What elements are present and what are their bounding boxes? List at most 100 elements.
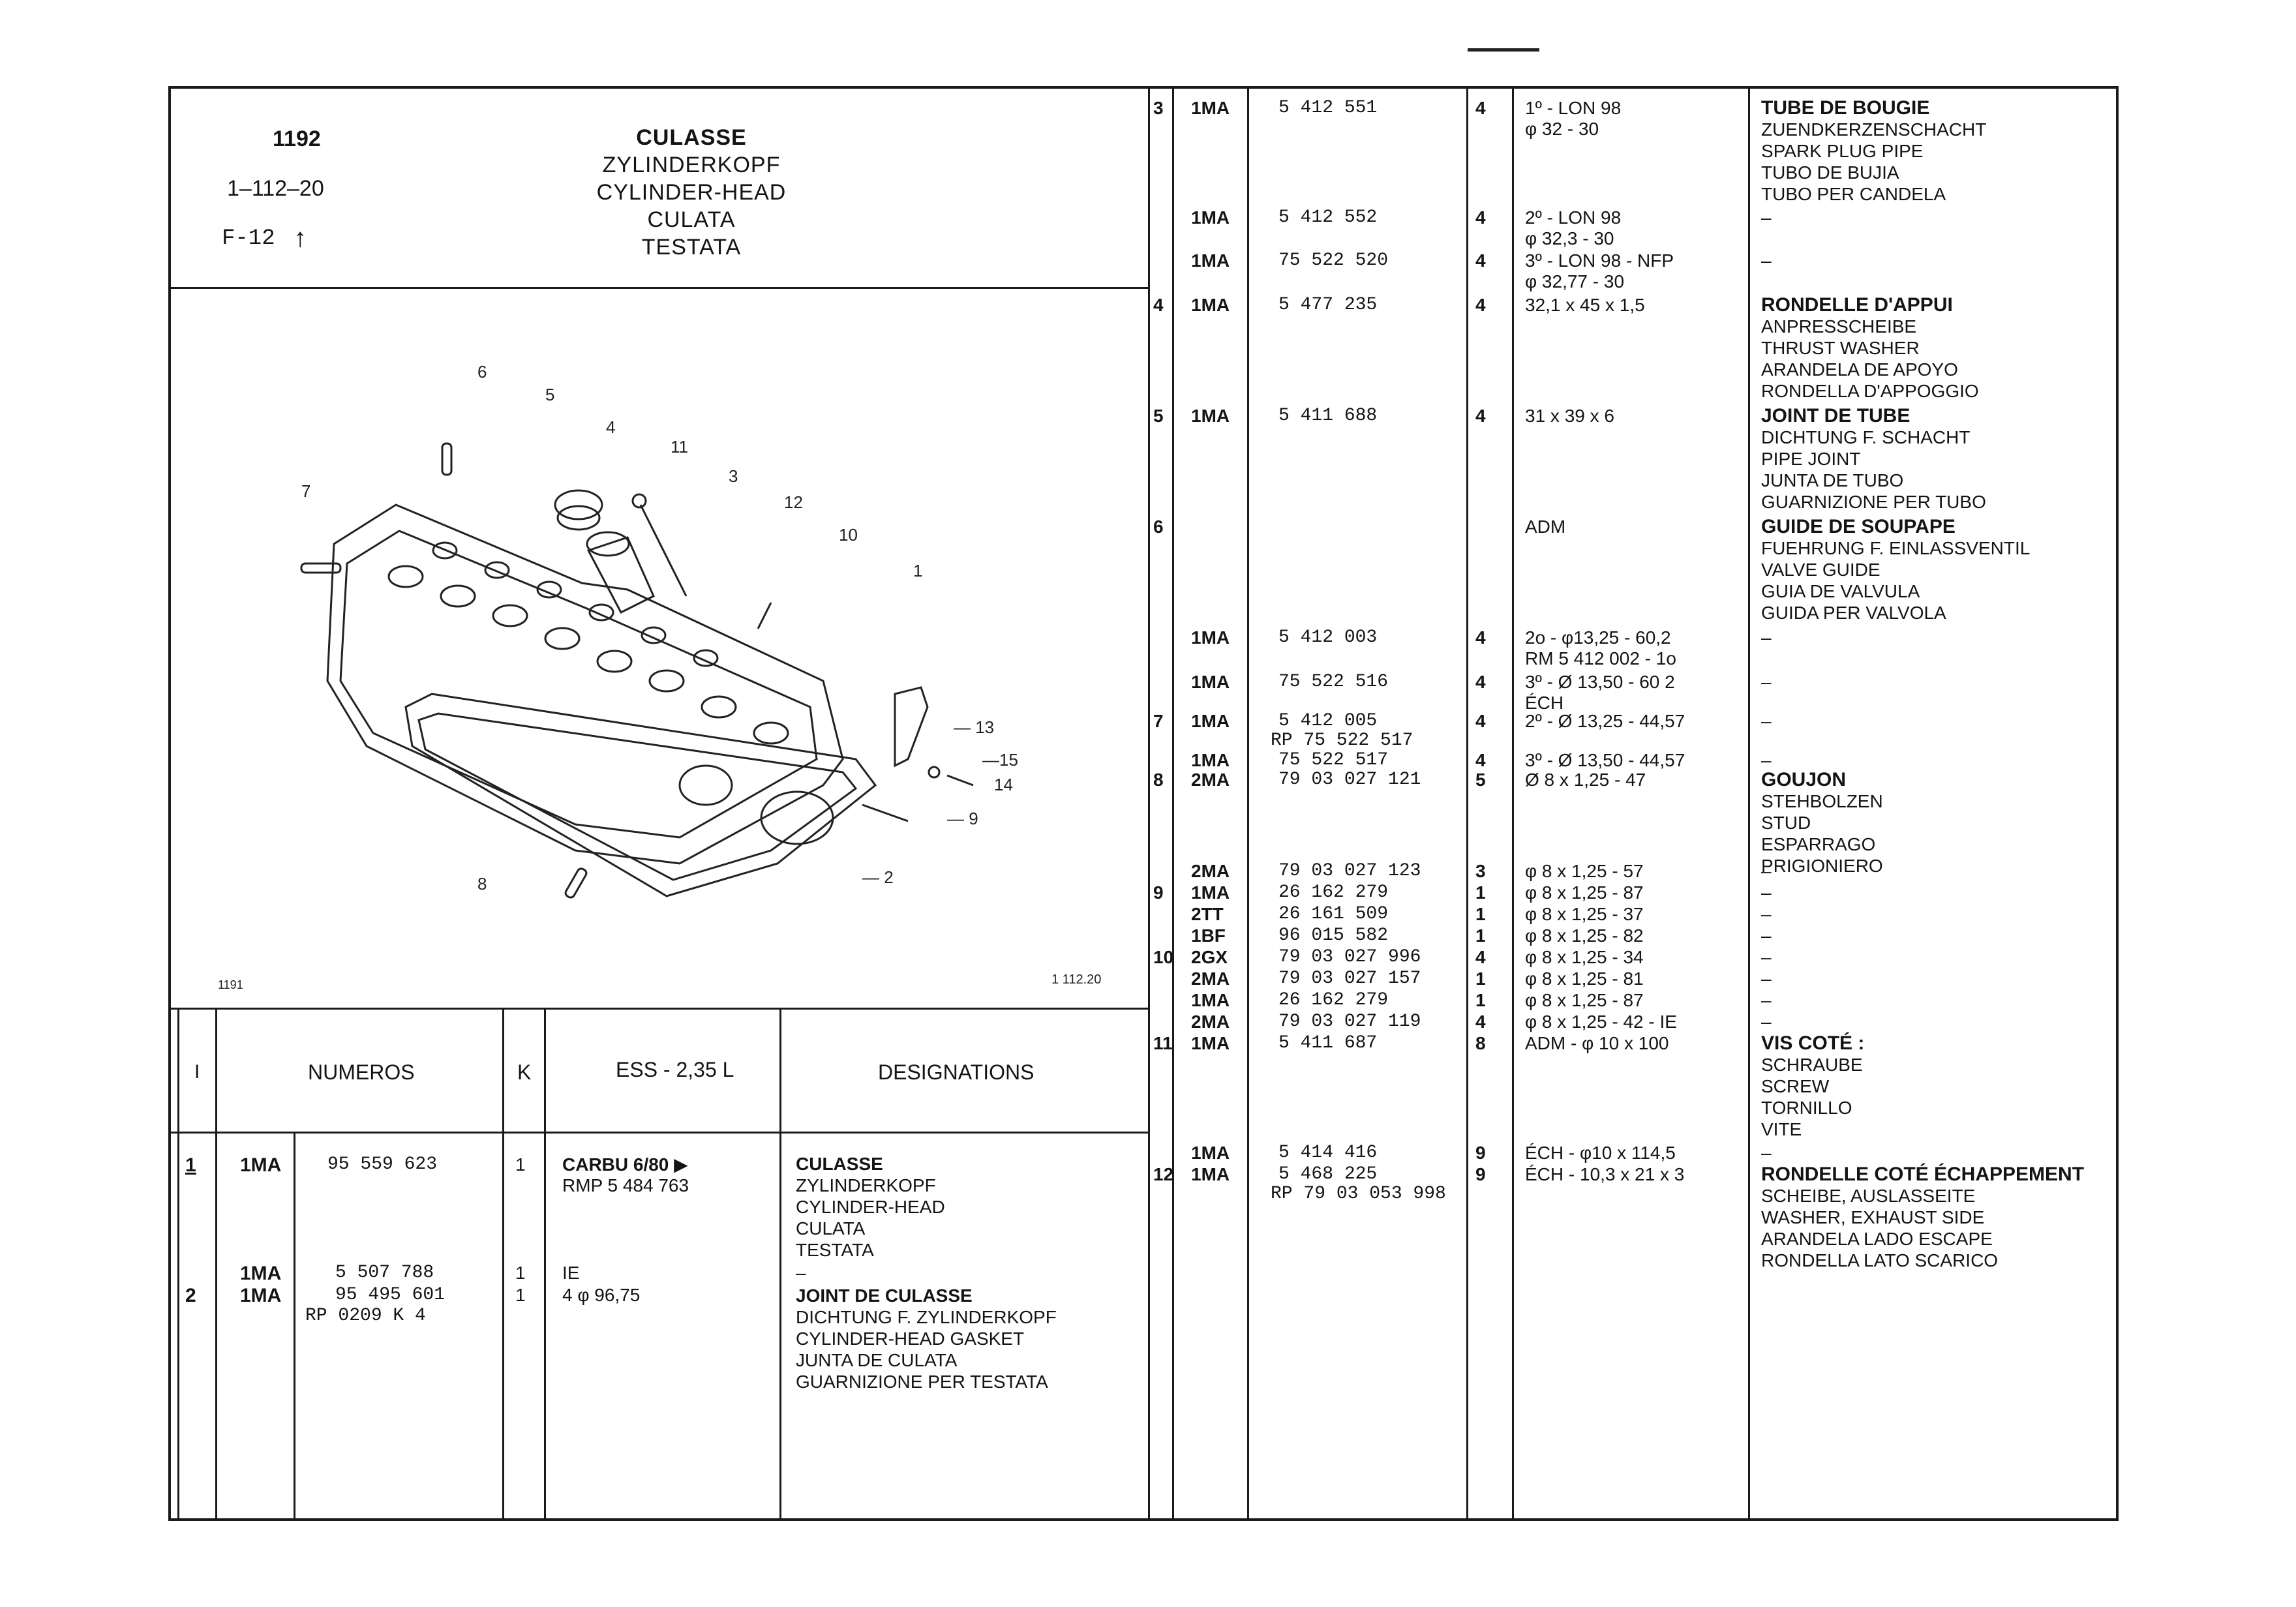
designation-line: CULATA [796, 1218, 866, 1239]
row-ess-line: φ 32,3 - 30 [1525, 228, 1614, 248]
designation-line: JUNTA DE CULATA [796, 1350, 958, 1370]
row-designation-line: – [1761, 750, 1772, 770]
row-code: 1MA [1191, 627, 1230, 648]
row-ref: 26 162 279 [1278, 990, 1389, 1010]
col-line [294, 1132, 295, 1521]
row-designation-line: PIPE JOINT [1761, 449, 1861, 469]
row-ess-line: ÉCH [1525, 693, 1564, 713]
callout-6: 6 [477, 362, 487, 382]
row-ref: 79 03 027 996 [1278, 947, 1421, 967]
row-designation-line: – [1761, 925, 1772, 946]
designation-line: CULASSE [796, 1154, 883, 1174]
row-ref: 79 03 027 157 [1278, 969, 1421, 989]
row-designation-line: GUIDE DE SOUPAPE [1761, 516, 1956, 537]
callout-4: 4 [606, 417, 615, 437]
row1-designations: CULASSE ZYLINDERKOPF CYLINDER-HEAD CULAT… [796, 1153, 945, 1261]
designation-line: DICHTUNG F. ZYLINDERKOPF [796, 1307, 1057, 1327]
row-designation-line: JUNTA DE TUBO [1761, 470, 1904, 490]
row-ess-line: ÉCH - 10,3 x 21 x 3 [1525, 1164, 1685, 1184]
family-code-group: F-12 ↑ [222, 225, 307, 251]
row-k: 4 [1475, 295, 1486, 315]
row-ref: 5 411 687 [1278, 1033, 1378, 1053]
row-k: 5 [1475, 770, 1486, 790]
designation-line: JOINT DE CULASSE [796, 1285, 973, 1306]
row-designation-line: STUD [1761, 813, 1811, 833]
row-ref: 79 03 027 119 [1278, 1012, 1421, 1032]
row-ess-line: 3º - LON 98 - NFP [1525, 250, 1674, 271]
row-code: 2MA [1191, 969, 1230, 989]
row-designation-line: SPARK PLUG PIPE [1761, 141, 1924, 161]
divider-figure [168, 1008, 1148, 1010]
col-line [215, 1008, 217, 1521]
row-designation-line: GOUJON [1761, 769, 1847, 790]
col-line [1512, 86, 1514, 1521]
row-ess-line: φ 8 x 1,25 - 42 - IE [1525, 1012, 1677, 1032]
designation-line: TESTATA [796, 1240, 874, 1260]
row-code: 2MA [1191, 1012, 1230, 1032]
title-it: TESTATA [641, 235, 742, 260]
row-designation-line: – [1761, 861, 1772, 881]
row-index: 3 [1153, 98, 1164, 118]
row3-ref: 95 495 601 RP 0209 K 4 [305, 1285, 446, 1327]
designation-line: CYLINDER-HEAD [796, 1197, 945, 1217]
row-ess-line: φ 32,77 - 30 [1525, 271, 1625, 292]
col-line [1466, 86, 1468, 1521]
row-ess-line: 31 x 39 x 6 [1525, 406, 1614, 426]
row-code: 1MA [1191, 98, 1230, 118]
row-ess-line: 3º - Ø 13,50 - 60 2 [1525, 672, 1675, 692]
row-designation-line: PRIGIONIERO [1761, 856, 1883, 876]
figure-footer-right: 1 112.20 [1051, 972, 1101, 987]
row-ref: 5 414 416 [1278, 1143, 1378, 1163]
row-k: 4 [1475, 250, 1486, 271]
row3-index: 2 [185, 1285, 196, 1306]
row-designation-line: GUARNIZIONE PER TUBO [1761, 492, 1986, 512]
row-k: 1 [1475, 969, 1486, 989]
row-ref: 5 477 235 [1278, 295, 1378, 315]
row-designation-line: ARANDELA LADO ESCAPE [1761, 1229, 1993, 1249]
row-designation-line: RONDELLA LATO SCARICO [1761, 1250, 1999, 1270]
col-line [544, 1008, 546, 1521]
row1-ref: 95 559 623 [327, 1154, 438, 1175]
row-code: 1MA [1191, 1033, 1230, 1053]
ref-code: 1–112–20 [227, 176, 324, 201]
top-mark [1468, 48, 1539, 52]
cylinder-head-illustration: 6 5 4 11 3 12 7 10 1 — 13 —15 14 — 9 — 2… [218, 362, 1101, 991]
row-designation-line: SCREW [1761, 1076, 1830, 1096]
row-ref: 26 161 509 [1278, 904, 1389, 924]
row-code: 1MA [1191, 711, 1230, 731]
row-designation-line: – [1761, 882, 1772, 903]
callout-9: — 9 [947, 809, 978, 828]
row1-index: 1 [185, 1154, 196, 1176]
row-ref: 79 03 027 121 [1278, 770, 1421, 790]
row-designation-line: GUIA DE VALVULA [1761, 581, 1920, 601]
row-index: 9 [1153, 882, 1164, 903]
title-de: ZYLINDERKOPF [602, 153, 781, 177]
designation-line: CYLINDER-HEAD GASKET [796, 1329, 1025, 1349]
col-header-index: I [194, 1061, 200, 1083]
divider-header [168, 287, 1148, 289]
row-designation-line: THRUST WASHER [1761, 338, 1920, 358]
row-designation-line: – [1761, 904, 1772, 924]
row3-k: 1 [515, 1285, 526, 1305]
callout-10: 10 [839, 525, 858, 545]
row-code: 1MA [1191, 882, 1230, 903]
row-code: 2TT [1191, 904, 1224, 924]
row2-code: 1MA [240, 1263, 282, 1284]
row-index: 12 [1153, 1164, 1174, 1184]
row-code: 1BF [1191, 925, 1226, 946]
callout-2: — 2 [862, 867, 894, 887]
row3-designations: JOINT DE CULASSE DICHTUNG F. ZYLINDERKOP… [796, 1285, 1057, 1392]
col-line [177, 1008, 179, 1521]
ref-line: 95 495 601 [335, 1285, 446, 1305]
row-designation-line: RONDELLA D'APPOGGIO [1761, 381, 1979, 401]
page-number: 1192 [273, 127, 321, 151]
row-index: 5 [1153, 406, 1164, 426]
callout-13: — 13 [954, 717, 994, 737]
row-ess-line: ADM [1525, 517, 1566, 537]
col-header-ess: ESS - 2,35 L [616, 1058, 734, 1081]
row-k: 1 [1475, 882, 1486, 903]
row-designation-line: FUEHRUNG F. EINLASSVENTIL [1761, 538, 2031, 558]
col-line [1748, 86, 1750, 1521]
row-ref: 5 412 552 [1278, 207, 1378, 228]
row-ess-line: φ 8 x 1,25 - 81 [1525, 969, 1644, 989]
